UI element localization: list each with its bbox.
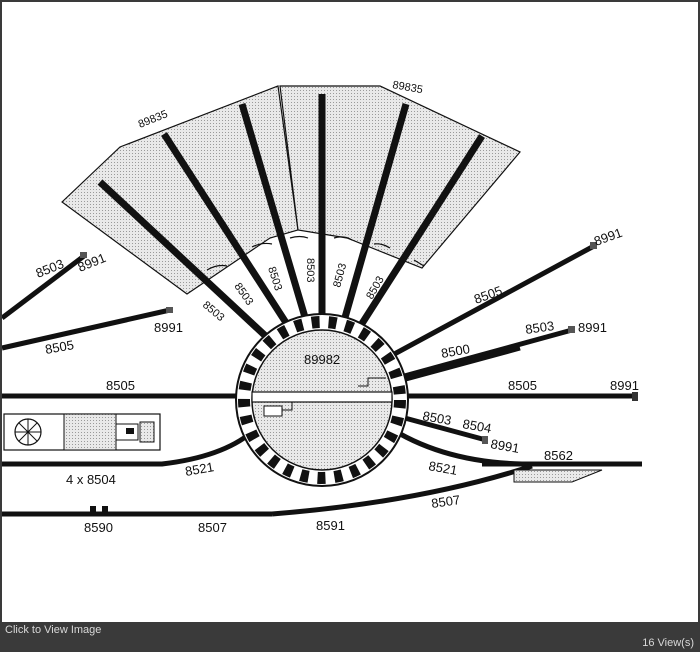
bottom-track-marker bbox=[102, 506, 108, 514]
turntable-code-label: 89982 bbox=[304, 352, 340, 367]
lower-left-track-label: 4 x 8504 bbox=[66, 472, 116, 487]
bottom-left-code-label: 8590 bbox=[84, 520, 113, 535]
right-low-track bbox=[401, 345, 521, 383]
turntable-bridge bbox=[251, 391, 393, 403]
diagram-canvas[interactable]: 89982 89835 89835 8503 8503 8503 8503 85… bbox=[2, 2, 698, 622]
stall-code-label: 8503 bbox=[265, 265, 284, 292]
left-lower-code-label: 8505 bbox=[44, 337, 75, 357]
turntable-cabin bbox=[263, 405, 283, 417]
right-low-code-label: 8500 bbox=[440, 341, 471, 361]
main-left-code-label: 8505 bbox=[106, 378, 135, 393]
stall-code-label: 8503 bbox=[200, 299, 226, 324]
main-right-code-label: 8505 bbox=[508, 378, 537, 393]
left-lower-end-label: 8991 bbox=[154, 320, 183, 335]
lower-right-b-label: 8504 bbox=[461, 416, 492, 436]
buffer-stop bbox=[166, 307, 173, 313]
stall-track-5 bbox=[338, 103, 410, 329]
diverge-code-label: 8507 bbox=[430, 492, 461, 511]
left-upper-code-label: 8503 bbox=[34, 256, 66, 281]
door-marker bbox=[251, 242, 273, 248]
track-plan-svg: 89982 89835 89835 8503 8503 8503 8503 85… bbox=[2, 79, 642, 535]
stall-tracks bbox=[97, 94, 485, 345]
door-marker bbox=[333, 236, 353, 241]
door-marker bbox=[413, 259, 425, 267]
buffer-stop bbox=[482, 436, 488, 444]
left-upper-track bbox=[2, 254, 86, 320]
lower-left-curve-label: 8521 bbox=[184, 459, 215, 479]
stall-code-label: 8503 bbox=[331, 262, 349, 289]
locomotive-drawing bbox=[3, 413, 161, 451]
turntable-ring-segments bbox=[238, 316, 406, 484]
diverging-track-8507 bbox=[271, 463, 533, 517]
click-to-view-link[interactable]: Click to View Image bbox=[5, 624, 102, 636]
right-mid-track bbox=[396, 327, 573, 381]
lower-right-curve-label: 8521 bbox=[427, 458, 458, 478]
sector-code-left-label: 89835 bbox=[137, 108, 170, 131]
buffer-stop bbox=[80, 252, 87, 258]
stall-track-2 bbox=[161, 132, 295, 334]
viewer-footer: Click to View Image 16 View(s) bbox=[0, 622, 700, 652]
buffer-stop bbox=[632, 392, 638, 401]
turntable-linkage bbox=[358, 377, 386, 387]
lower-right-b-end-label: 8991 bbox=[489, 436, 520, 456]
switch-code-label: 8562 bbox=[544, 448, 573, 463]
right-mid-code-label: 8503 bbox=[524, 318, 555, 337]
roundhouse-sector-right bbox=[279, 85, 521, 269]
switch-platform bbox=[513, 469, 603, 483]
buffer-stop bbox=[590, 242, 597, 249]
turntable-linkage bbox=[282, 402, 293, 411]
stall-code-label: 8503 bbox=[304, 258, 316, 282]
right-top-end-label: 8991 bbox=[592, 225, 624, 249]
right-top-track bbox=[385, 243, 596, 361]
bottom-mid-code-label: 8507 bbox=[198, 520, 227, 535]
left-lower-track bbox=[2, 307, 171, 351]
door-marker bbox=[206, 264, 228, 271]
left-tracks bbox=[2, 254, 171, 351]
main-end-label: 8991 bbox=[610, 378, 639, 393]
buffer-stop bbox=[568, 326, 575, 333]
stall-track-6 bbox=[351, 134, 485, 338]
sector-code-right-label: 89835 bbox=[391, 79, 423, 96]
lower-right-a-label: 8503 bbox=[421, 408, 452, 428]
bottom-track-marker bbox=[90, 506, 96, 514]
stall-door-markers bbox=[206, 235, 425, 271]
right-tracks bbox=[385, 243, 596, 383]
door-marker bbox=[289, 235, 309, 239]
door-marker bbox=[373, 243, 391, 249]
stall-track-1 bbox=[97, 179, 275, 345]
right-mid-end-label: 8991 bbox=[578, 320, 607, 335]
turntable bbox=[235, 313, 409, 487]
bottom-right-code-label: 8591 bbox=[316, 518, 345, 533]
view-count: 16 View(s) bbox=[642, 637, 694, 649]
stall-track-3 bbox=[238, 103, 311, 325]
